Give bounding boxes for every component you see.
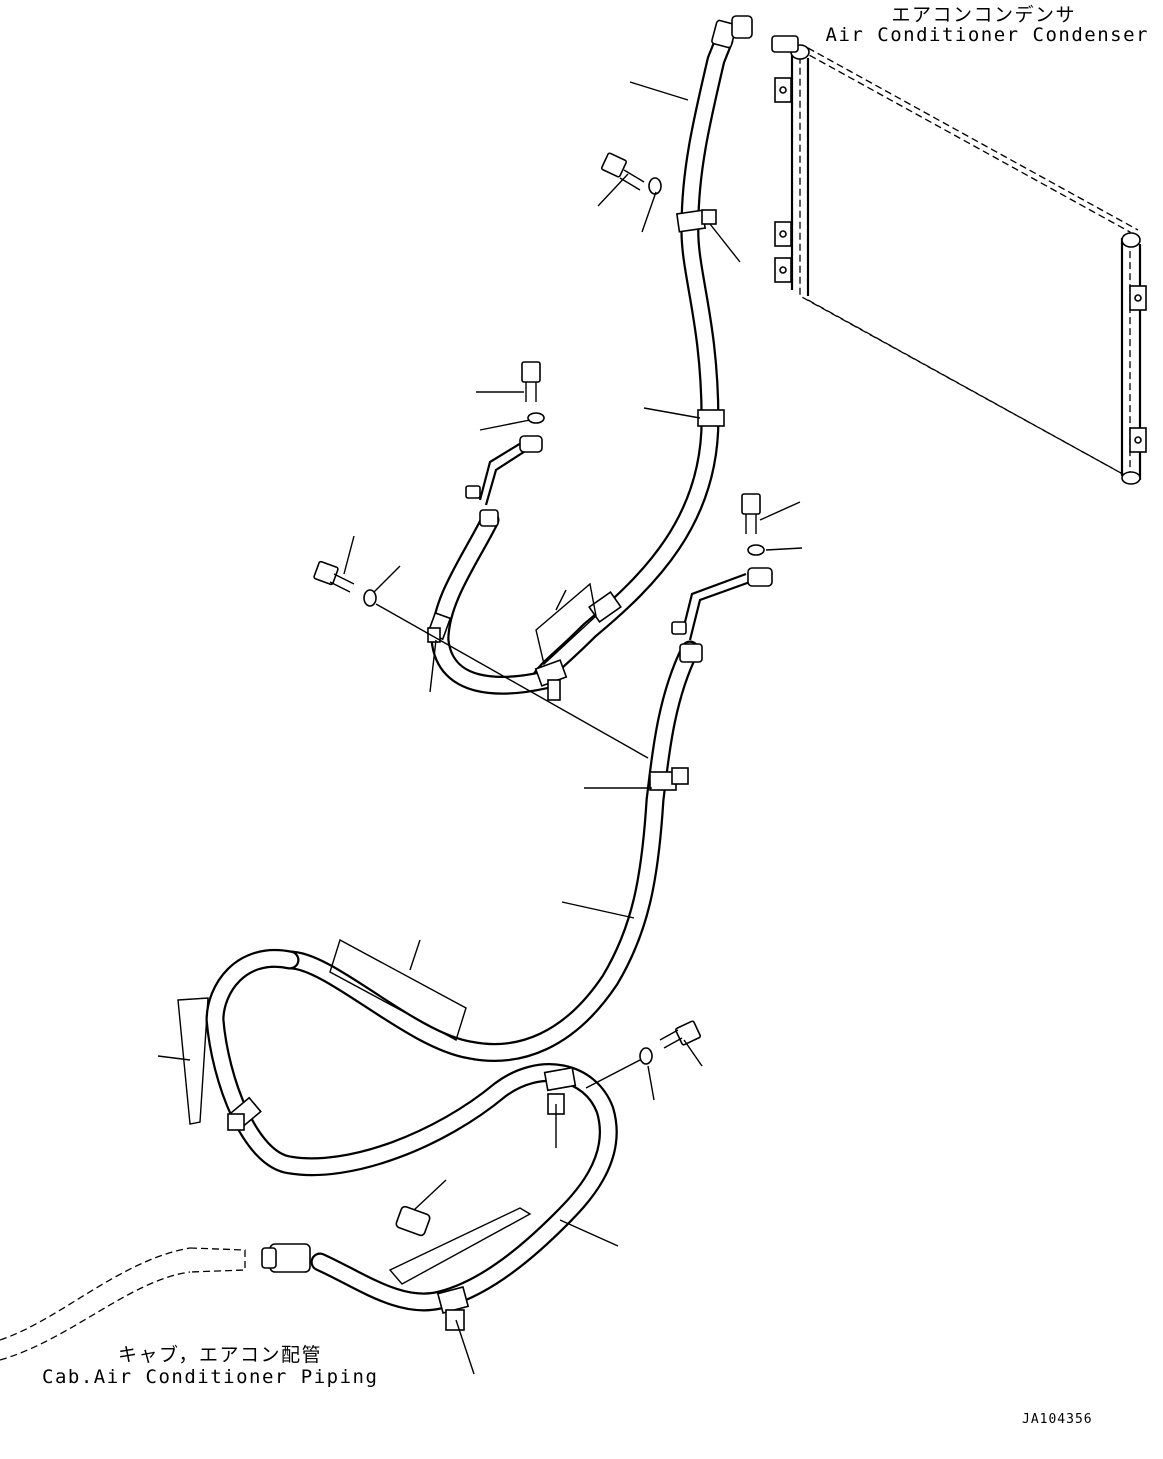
condenser-label-en: Air Conditioner Condenser <box>825 24 1149 46</box>
drawing-code: JA104356 <box>1022 1412 1093 1427</box>
bracket-plates <box>177 582 597 1285</box>
condenser-icon <box>771 35 1147 485</box>
spacer-icon <box>395 1205 431 1237</box>
cab-piping-label-jp: キャブ，エアコン配管 <box>118 1344 323 1366</box>
hose-middle <box>280 567 773 1062</box>
leader-lines <box>157 81 803 1375</box>
hose-left-small <box>430 435 555 695</box>
washer-icon <box>363 177 765 1065</box>
cab-piping-icon <box>0 1247 246 1361</box>
bolt-icon <box>313 152 761 1049</box>
cab-piping-label-en: Cab.Air Conditioner Piping <box>42 1366 379 1388</box>
hose-lower-loop <box>205 949 618 1312</box>
condenser-label-jp: エアコンコンデンサ <box>891 4 1076 26</box>
hose-upper <box>530 15 753 690</box>
clamp-icon <box>227 209 725 1331</box>
